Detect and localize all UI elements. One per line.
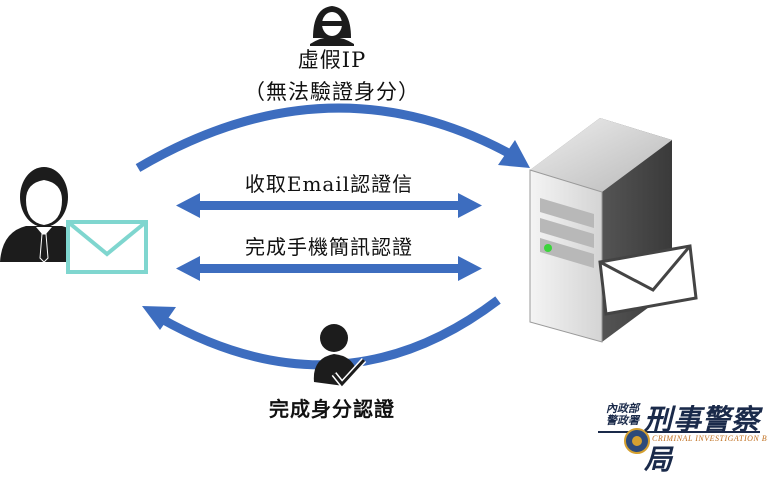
logo-ministry: 內政部	[606, 402, 639, 415]
unverifiable-label: （無法驗證身分）	[244, 80, 420, 104]
bottom-curved-arrow	[142, 296, 501, 370]
logo-agency: 警政署	[606, 414, 639, 427]
sms-double-arrow	[176, 256, 482, 281]
envelope-icon-left	[66, 220, 148, 274]
logo-english: CRIMINAL INVESTIGATION BUREAU	[652, 434, 768, 443]
diagram-canvas	[0, 6, 760, 454]
identity-verified-label: 完成身分認證	[269, 397, 395, 421]
email-double-arrow	[176, 193, 482, 218]
server-icon	[529, 118, 672, 343]
hacker-icon	[310, 6, 354, 46]
envelope-icon-server	[598, 244, 698, 316]
top-curved-arrow	[135, 103, 530, 172]
verified-user-icon	[313, 324, 367, 389]
sms-verification-label: 完成手機簡訊認證	[245, 235, 413, 259]
police-badge-icon	[598, 428, 760, 454]
email-verification-label: 收取Email認證信	[244, 172, 414, 196]
police-logo: 內政部 警政署 刑事警察局 CRIMINAL INVESTIGATION BUR…	[600, 400, 768, 477]
fake-ip-label: 虛假IP	[297, 48, 367, 72]
